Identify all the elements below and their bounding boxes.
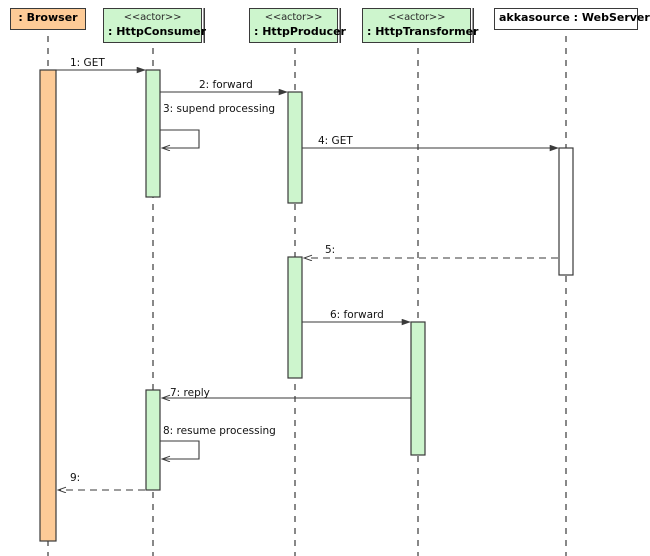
lifelines [47, 36, 567, 556]
activation-httpconsumer-2 [145, 389, 161, 491]
activation-httpconsumer-1 [145, 69, 161, 198]
stereotype-httpconsumer: <<actor>> [123, 12, 182, 23]
message-label-8: 8: resume processing [163, 425, 276, 437]
lifeline-head-httptransformer[interactable]: <<actor>> : HttpTransformer [362, 8, 479, 44]
message-label-3: 3: supend processing [163, 103, 276, 115]
stereotype-httpproducer: <<actor>> [264, 12, 323, 23]
activation-httptransformer-1 [410, 321, 426, 456]
message-label-4: 4: GET [318, 135, 353, 147]
message-arrow-8-resume-processing[interactable] [160, 440, 200, 459]
activation-httpproducer-2 [287, 256, 303, 379]
stereotype-httptransformer: <<actor>> [387, 12, 446, 23]
message-label-9: 9: [70, 472, 81, 484]
lifeline-name-webserver: akkasource : WebServer [499, 11, 650, 24]
lifeline-name-httptransformer: : HttpTransformer [367, 24, 479, 38]
message-arrow-3-supend-processing[interactable] [160, 129, 200, 148]
activation-browser [39, 69, 57, 542]
message-label-5: 5: [325, 244, 336, 256]
lifeline-head-httpproducer[interactable]: <<actor>> : HttpProducer [249, 8, 346, 44]
message-label-2: 2: forward [199, 79, 253, 91]
activation-httpproducer-1 [287, 91, 303, 204]
message-label-1: 1: GET [70, 57, 105, 69]
activation-bars [39, 69, 574, 542]
message-label-7: 7: reply [170, 387, 210, 399]
message-arrows [56, 70, 558, 490]
lifeline-name-browser: : Browser [18, 11, 78, 24]
lifeline-head-httpconsumer[interactable]: <<actor>> : HttpConsumer [103, 8, 207, 44]
message-label-6: 6: forward [330, 309, 384, 321]
lifeline-name-httpconsumer: : HttpConsumer [108, 24, 207, 38]
lifeline-head-webserver[interactable]: akkasource : WebServer [494, 8, 650, 30]
activation-webserver-1 [558, 147, 574, 276]
lifeline-head-browser[interactable]: : Browser [10, 8, 86, 30]
lifeline-name-httpproducer: : HttpProducer [254, 24, 346, 38]
